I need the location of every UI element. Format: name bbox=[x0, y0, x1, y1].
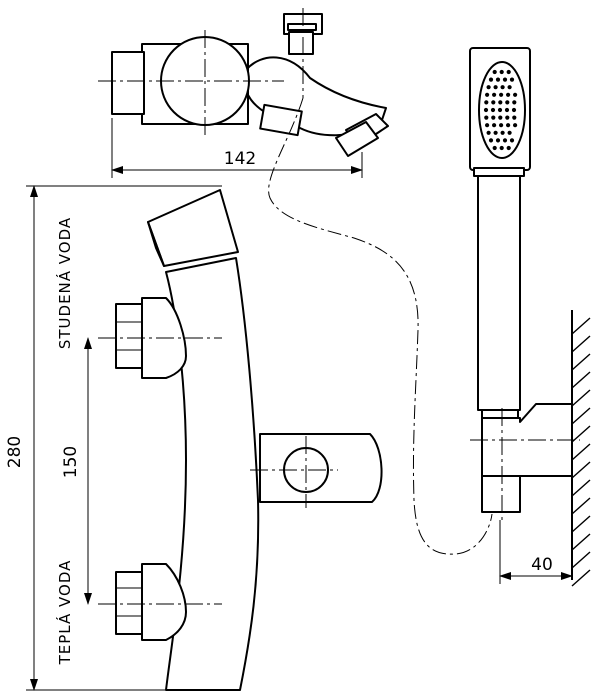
shower-hole bbox=[495, 138, 501, 143]
shower-hole bbox=[488, 77, 494, 82]
front-hot-inlet-nut bbox=[115, 571, 143, 635]
shower-hole bbox=[492, 123, 497, 128]
front-cold-inlet-nut bbox=[115, 303, 143, 369]
front-body-bar bbox=[165, 257, 260, 691]
hand-shower-view: 40 bbox=[469, 47, 591, 587]
shower-hole bbox=[507, 130, 512, 135]
wall-hatch-line bbox=[571, 515, 591, 533]
shower-hole bbox=[502, 138, 508, 143]
shower-hole bbox=[486, 130, 491, 135]
shower-hole bbox=[512, 115, 517, 120]
shower-hose bbox=[268, 97, 493, 555]
shower-hole bbox=[502, 77, 508, 82]
shower-handle bbox=[477, 175, 521, 411]
wall-hatch-line bbox=[571, 353, 591, 371]
shower-hole bbox=[512, 100, 517, 105]
shower-hole bbox=[498, 115, 503, 120]
shower-hole bbox=[506, 69, 511, 75]
top-hose-nut-ring bbox=[287, 23, 317, 31]
holder-stem bbox=[481, 475, 521, 513]
shower-hole bbox=[513, 123, 518, 128]
shower-hole bbox=[499, 123, 504, 128]
shower-hole bbox=[492, 92, 497, 97]
front-hot-inlet-body bbox=[141, 563, 187, 641]
wall-hatch-line bbox=[571, 479, 591, 497]
shower-hole bbox=[505, 115, 510, 120]
shower-hole bbox=[493, 130, 498, 135]
dim-40-label: 40 bbox=[531, 555, 553, 575]
wall-hatch-line bbox=[571, 425, 591, 443]
shower-hole bbox=[499, 69, 504, 75]
shower-hole bbox=[497, 107, 503, 113]
top-spout-aerator bbox=[335, 121, 379, 157]
shower-hole bbox=[505, 100, 510, 105]
shower-hole bbox=[485, 123, 490, 128]
dim-150-label: 150 bbox=[61, 446, 81, 478]
wall-hatch-icon bbox=[571, 317, 591, 587]
shower-hole bbox=[483, 107, 489, 113]
front-diverter-wedge bbox=[147, 189, 239, 267]
wall-hatch-line bbox=[571, 497, 591, 515]
shower-hole bbox=[491, 115, 496, 120]
shower-hole bbox=[507, 85, 512, 90]
shower-hole bbox=[504, 107, 510, 113]
shower-collar bbox=[473, 167, 525, 177]
top-inlet-nut bbox=[111, 51, 145, 115]
shower-hole bbox=[500, 85, 505, 90]
wall-hatch-line bbox=[571, 569, 591, 587]
shower-head-holes-icon bbox=[483, 69, 518, 151]
wall-hatch-line bbox=[571, 551, 591, 569]
shower-hole bbox=[492, 69, 497, 75]
shower-hole bbox=[498, 100, 503, 105]
label-hot-water: TEPLÁ VODA bbox=[55, 560, 74, 666]
shower-hole bbox=[484, 100, 489, 105]
shower-hole bbox=[495, 77, 501, 82]
shower-hole bbox=[506, 123, 511, 128]
shower-hole bbox=[509, 138, 515, 143]
dim-280-label: 280 bbox=[5, 436, 25, 468]
shower-hole bbox=[499, 92, 504, 97]
shower-hole bbox=[484, 115, 489, 120]
shower-hole bbox=[486, 85, 491, 90]
shower-hole bbox=[506, 145, 511, 151]
top-hose-outlet bbox=[288, 31, 314, 55]
top-diverter-stub bbox=[259, 103, 303, 137]
shower-hole bbox=[492, 145, 497, 151]
shower-hole bbox=[499, 145, 504, 151]
wall-hatch-line bbox=[571, 317, 591, 335]
front-view: 280 150 STUDENÁ VODA TEPLÁ VODA bbox=[5, 185, 383, 691]
shower-hole bbox=[490, 107, 496, 113]
wall-hatch-line bbox=[571, 335, 591, 353]
holder-ring bbox=[481, 409, 519, 419]
wall-hatch-line bbox=[571, 407, 591, 425]
wall-hatch-line bbox=[571, 371, 591, 389]
shower-hole bbox=[485, 92, 490, 97]
wall-hatch-line bbox=[571, 533, 591, 551]
wall-hatch-line bbox=[571, 461, 591, 479]
dim-142-label: 142 bbox=[224, 149, 256, 169]
front-diverter-edge bbox=[147, 221, 165, 267]
wall-hatch-line bbox=[571, 389, 591, 407]
shower-hole bbox=[500, 130, 505, 135]
label-cold-water: STUDENÁ VODA bbox=[55, 217, 74, 349]
top-view: 142 bbox=[98, 8, 389, 178]
shower-hole bbox=[511, 107, 517, 113]
shower-hole bbox=[488, 138, 494, 143]
wall-hatch-line bbox=[571, 443, 591, 461]
shower-hole bbox=[493, 85, 498, 90]
shower-hole bbox=[491, 100, 496, 105]
shower-hole bbox=[513, 92, 518, 97]
shower-hole bbox=[509, 77, 515, 82]
shower-hole bbox=[506, 92, 511, 97]
